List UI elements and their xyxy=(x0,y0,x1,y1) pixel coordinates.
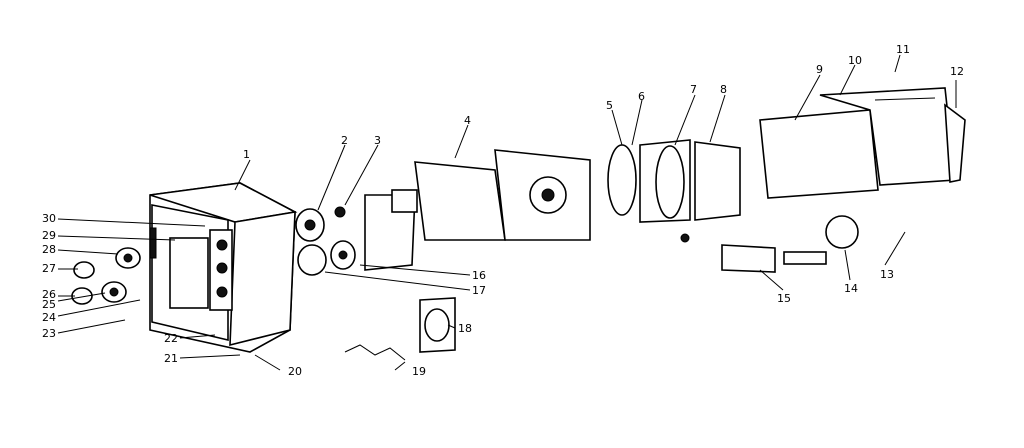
leader-lines xyxy=(57,54,957,371)
callout-21: 21 xyxy=(164,352,178,365)
callout-29: 29 xyxy=(42,229,56,242)
callout-9: 9 xyxy=(816,63,823,76)
callout-8: 8 xyxy=(720,83,727,96)
knob-parts xyxy=(71,247,141,305)
callout-25: 25 xyxy=(42,298,56,311)
callout-28: 28 xyxy=(42,243,56,256)
callout-7: 7 xyxy=(690,83,697,96)
callout-17: 17 xyxy=(472,284,486,297)
callout-2: 2 xyxy=(341,134,348,147)
callout-19: 19 xyxy=(412,365,426,378)
callout-11: 11 xyxy=(896,43,910,56)
cabinet-front-part xyxy=(149,182,298,353)
callout-18: 18 xyxy=(458,322,472,335)
picture-tube-part xyxy=(414,149,591,241)
callout-labels: 1 2 3 4 5 6 7 8 9 10 11 12 13 14 15 16 1… xyxy=(42,43,964,378)
callout-20: 20 xyxy=(288,365,302,378)
callout-6: 6 xyxy=(638,90,645,103)
tuner-parts xyxy=(295,189,418,276)
callout-16: 16 xyxy=(472,269,486,282)
callout-4: 4 xyxy=(464,114,471,127)
callout-3: 3 xyxy=(374,134,381,147)
callout-10: 10 xyxy=(848,54,862,67)
callout-22: 22 xyxy=(164,332,178,345)
callout-12: 12 xyxy=(950,65,964,78)
callout-27: 27 xyxy=(42,262,56,275)
callout-13: 13 xyxy=(880,268,894,281)
callout-14: 14 xyxy=(844,282,858,295)
callout-15: 15 xyxy=(777,292,791,305)
bracket-part xyxy=(419,297,456,353)
callout-26: 26 xyxy=(42,288,56,301)
deflection-yoke-parts xyxy=(607,139,741,243)
spring-part xyxy=(344,344,406,361)
callout-5: 5 xyxy=(606,99,613,112)
callout-1: 1 xyxy=(243,148,250,161)
misc-parts xyxy=(721,215,859,273)
cabinet-back-parts xyxy=(759,87,966,199)
callout-30: 30 xyxy=(42,212,56,225)
callout-24: 24 xyxy=(42,311,56,324)
callout-23: 23 xyxy=(42,327,56,340)
